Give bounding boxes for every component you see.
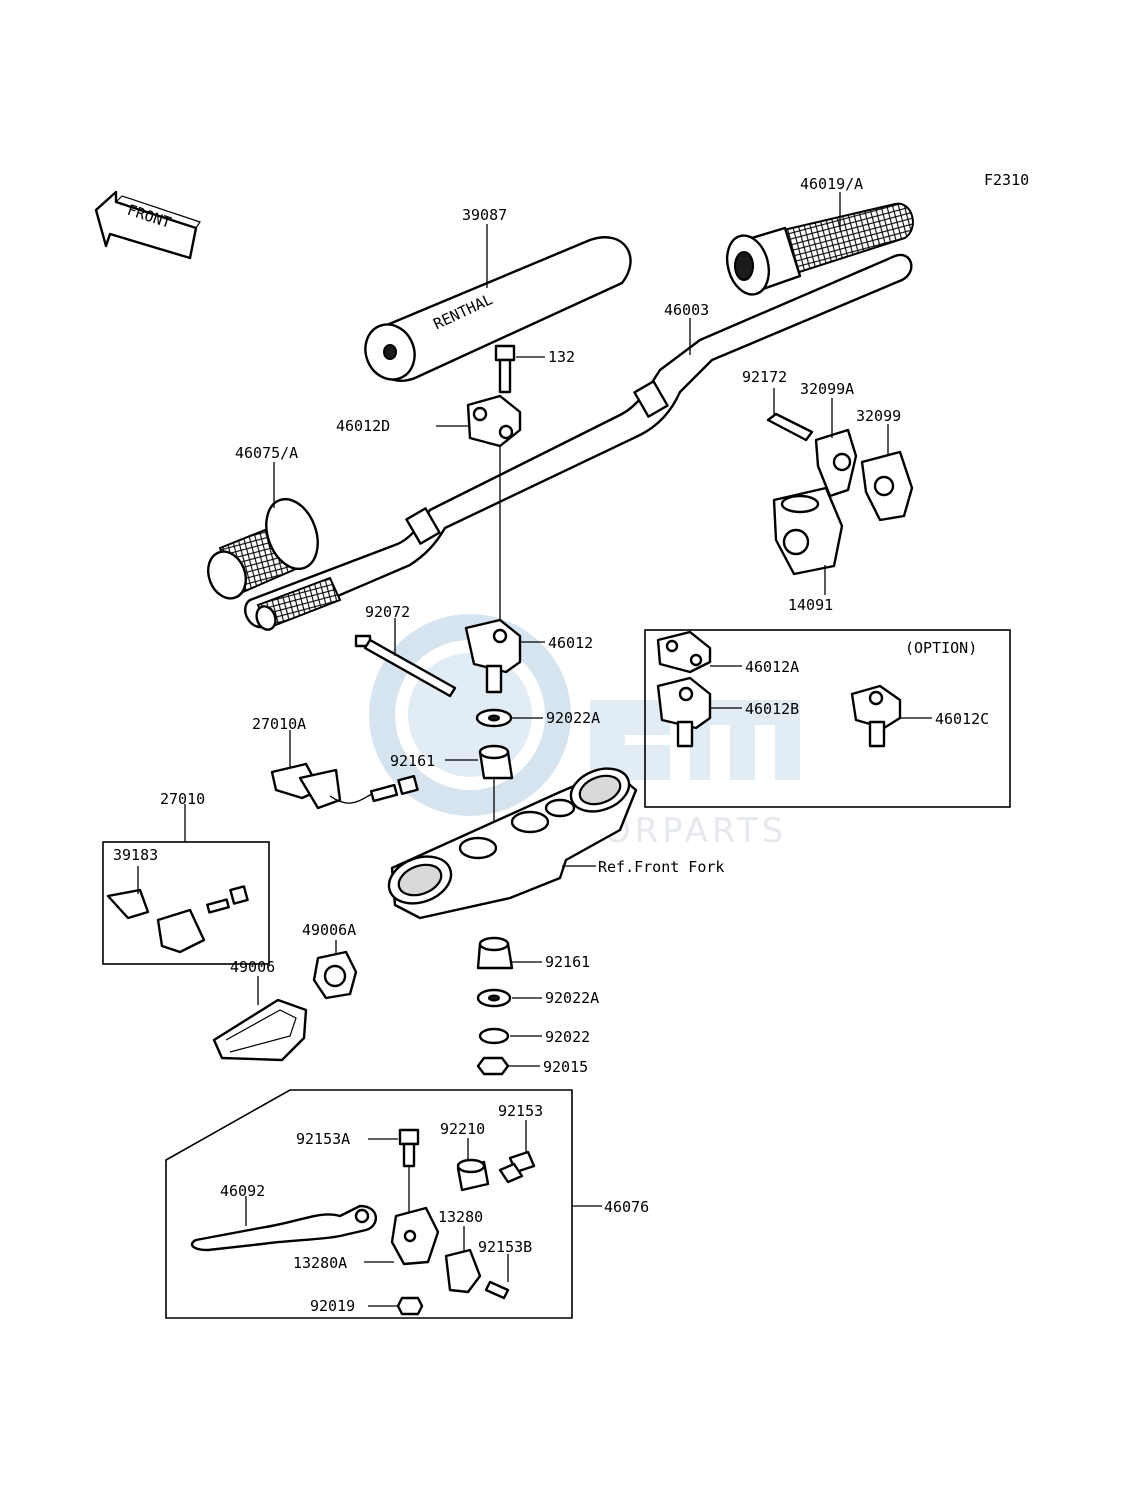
- clutch-lever-46092: [190, 1204, 377, 1252]
- label-92022A-bottom: 92022A: [545, 989, 599, 1007]
- label-14091: 14091: [788, 596, 833, 614]
- label-92153: 92153: [498, 1102, 543, 1120]
- label-46012A: 46012A: [745, 658, 799, 676]
- lower-clamp-46012: [464, 618, 522, 694]
- spring-92210: [456, 1158, 490, 1192]
- washer-92022: [478, 1027, 510, 1045]
- label-32099: 32099: [856, 407, 901, 425]
- figure-code: F2310: [984, 171, 1029, 189]
- label-46003: 46003: [664, 301, 709, 319]
- lever-holder-13280A: [390, 1206, 440, 1266]
- label-46012: 46012: [548, 634, 593, 652]
- switch-assembly-box: 39183: [102, 841, 270, 965]
- label-ref-front-fork: Ref.Front Fork: [598, 858, 724, 876]
- switch-body: [156, 885, 249, 954]
- upper-triple-clamp: [387, 767, 638, 920]
- adjuster-49006A: [312, 950, 358, 1000]
- switch-clip-39183: [106, 888, 150, 920]
- label-13280: 13280: [438, 1208, 483, 1226]
- label-92161-top: 92161: [390, 752, 435, 770]
- label-92072: 92072: [365, 603, 410, 621]
- label-49006: 49006: [230, 958, 275, 976]
- label-46075A: 46075/A: [235, 444, 298, 462]
- clamp-46012C: [850, 684, 902, 748]
- throttle-housing-bolt: [766, 412, 814, 442]
- throttle-housing-upper: [814, 428, 858, 498]
- label-92022A-top: 92022A: [546, 709, 600, 727]
- label-92019: 92019: [310, 1297, 355, 1315]
- rubber-damper-92161-bottom: [476, 936, 514, 970]
- label-27010A: 27010A: [252, 715, 306, 733]
- throttle-grip: [725, 202, 914, 296]
- label-132: 132: [548, 348, 575, 366]
- nut-92019: [396, 1296, 424, 1316]
- clamp-46012B: [656, 676, 712, 748]
- label-92153A: 92153A: [296, 1130, 350, 1148]
- kill-switch-27010A: [270, 762, 419, 810]
- option-box-title: (OPTION): [905, 639, 977, 657]
- nut-92015: [476, 1056, 510, 1076]
- cover-14091: [772, 486, 844, 576]
- label-92210: 92210: [440, 1120, 485, 1138]
- rubber-damper-92161-top: [478, 744, 514, 780]
- bolt-92153B: [484, 1280, 510, 1300]
- label-46012D: 46012D: [336, 417, 390, 435]
- label-49006A: 49006A: [302, 921, 356, 939]
- label-92015: 92015: [543, 1058, 588, 1076]
- left-grip: [206, 497, 319, 600]
- front-direction-marker: FRONT: [94, 190, 201, 260]
- label-92161-bottom: 92161: [545, 953, 590, 971]
- label-46012B: 46012B: [745, 700, 799, 718]
- lever-clamp-13280: [444, 1248, 482, 1294]
- label-92172: 92172: [742, 368, 787, 386]
- washer-92022A-bottom: [476, 988, 512, 1008]
- label-39087: 39087: [462, 206, 507, 224]
- throttle-housing-lower: [860, 450, 914, 522]
- clamp-46012A: [656, 630, 712, 674]
- cable-tie: [354, 634, 457, 698]
- washer-92022A-top: [475, 708, 513, 728]
- label-46012C: 46012C: [935, 710, 989, 728]
- bolt-132: [494, 344, 516, 394]
- label-46092: 46092: [220, 1182, 265, 1200]
- label-13280A: 13280A: [293, 1254, 347, 1272]
- label-92022: 92022: [545, 1028, 590, 1046]
- upper-clamp-46012D: [466, 394, 522, 448]
- label-46076: 46076: [604, 1198, 649, 1216]
- bolt-92153A: [398, 1128, 420, 1168]
- handlebar-pad: RENTHAL: [364, 236, 632, 382]
- lever-assembly-box: 92153A 92210 92153 46092 13280A: [165, 1089, 573, 1319]
- label-27010: 27010: [160, 790, 205, 808]
- lever-cover-49006: [212, 998, 308, 1062]
- option-box: (OPTION) 46012A 46012B 46012C: [644, 629, 1011, 808]
- label-32099A: 32099A: [800, 380, 854, 398]
- handlebar: [244, 253, 913, 631]
- label-46019A: 46019/A: [800, 175, 863, 193]
- label-39183: 39183: [113, 846, 158, 864]
- screw-92153: [498, 1150, 536, 1184]
- label-92153B: 92153B: [478, 1238, 532, 1256]
